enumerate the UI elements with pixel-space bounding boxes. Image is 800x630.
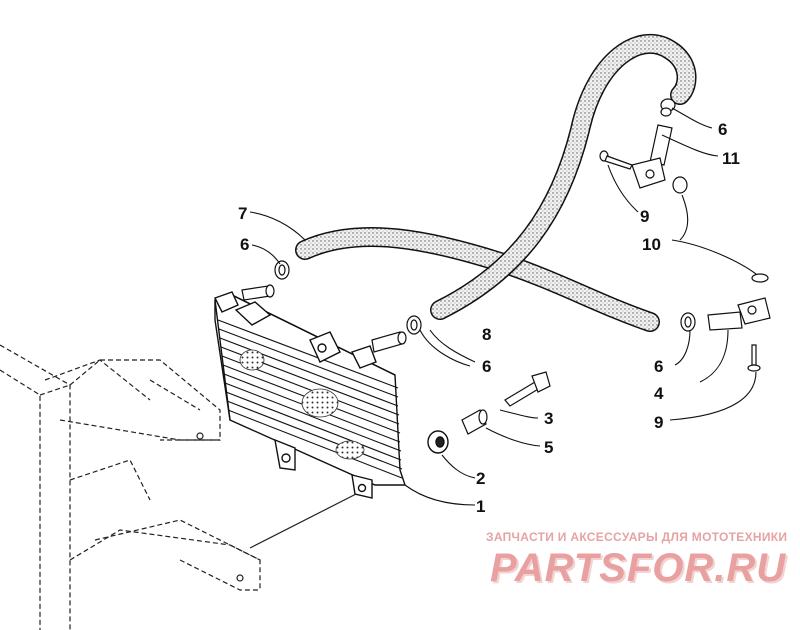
spacer bbox=[461, 409, 488, 435]
bracket-hole bbox=[236, 574, 244, 582]
o-ring bbox=[751, 273, 769, 283]
callout-4: 4 bbox=[654, 384, 664, 403]
callout-6-center: 6 bbox=[482, 357, 491, 376]
mount-leader bbox=[249, 491, 361, 549]
bolt bbox=[504, 371, 551, 407]
callout-9-upper: 9 bbox=[640, 207, 649, 226]
callout-5: 5 bbox=[544, 438, 553, 457]
cooler-fitting-upper bbox=[241, 284, 275, 301]
upper-fitting bbox=[631, 107, 673, 189]
elbow-fitting bbox=[707, 297, 771, 331]
hose-clamp bbox=[406, 315, 422, 335]
callout-6-right: 6 bbox=[654, 357, 663, 376]
frame-bracket bbox=[0, 344, 261, 630]
callout-2: 2 bbox=[476, 469, 485, 488]
hose-clamp bbox=[680, 312, 696, 332]
callout-6-top: 6 bbox=[718, 120, 727, 139]
callout-3: 3 bbox=[544, 409, 553, 428]
callout-9-lower: 9 bbox=[654, 413, 663, 432]
o-ring bbox=[672, 176, 688, 194]
cooler-fitting-lower bbox=[371, 331, 407, 353]
screw bbox=[599, 150, 633, 170]
watermark-caption: ЗАПЧАСТИ И АКСЕССУАРЫ ДЛЯ МОТОТЕХНИКИ bbox=[486, 530, 788, 544]
callout-1: 1 bbox=[476, 497, 485, 516]
grommet bbox=[427, 430, 449, 454]
watermark-logo: PARTSFOR.RU bbox=[490, 546, 787, 590]
callout-6-left: 6 bbox=[240, 235, 249, 254]
leader-lines bbox=[249, 107, 757, 506]
oil-cooler bbox=[214, 291, 406, 499]
hose-clamp bbox=[274, 260, 290, 280]
callout-7: 7 bbox=[238, 204, 247, 223]
callout-8: 8 bbox=[482, 325, 491, 344]
screw bbox=[747, 344, 761, 372]
callout-10: 10 bbox=[642, 235, 661, 254]
callout-11: 11 bbox=[722, 149, 740, 168]
bracket-hole bbox=[196, 432, 204, 440]
